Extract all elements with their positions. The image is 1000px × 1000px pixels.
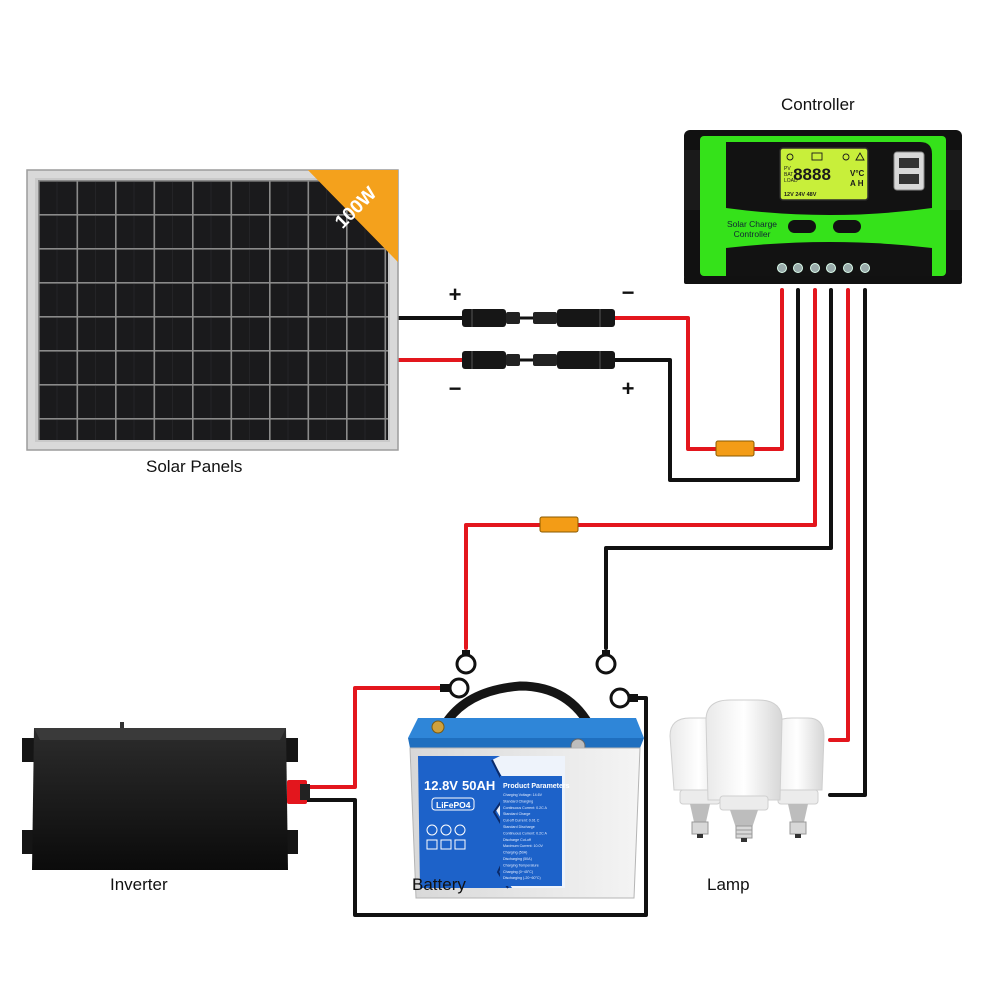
inverter-positive-wire [303,686,442,789]
battery-param-line: Cut-off Current: 0.01 C [503,819,540,823]
battery-label: Battery [412,875,466,894]
charge-controller: 8888 V°C A H PV BAT LOAD 12V 24V 48V Sol… [684,130,962,284]
battery-capacity: 50AH [462,778,495,793]
battery-voltage: 12.8V [424,778,458,793]
inverter-negative-wire [303,696,648,917]
mc4-female-positive [533,351,615,369]
mc4-male-positive [462,309,520,327]
pv-positive-wire [613,288,800,482]
battery-param-line: Charging Temperature [503,863,539,867]
battery-param-line: Discharging (-20~60°C) [503,876,541,880]
battery-param-line: Charging (0~45°C) [503,870,533,874]
pv-negative-wire [613,288,784,451]
load-negative-wire [828,288,867,797]
lamp-label: Lamp [707,875,750,894]
battery-param-line: Charging Voltage: 14.6V [503,793,543,797]
mc4-male-negative [462,351,520,369]
pv-fuse [715,440,755,457]
mc4-connectors [462,309,615,369]
inverter [22,722,310,870]
lcd-voltages: 12V 24V 48V [784,192,817,198]
battery: 12.8V 50AH LiFePO4 Product Parameters Ch… [408,681,644,899]
battery-param-line: Standard Discharge [503,825,535,829]
battery-param-line: Standard Charging [503,799,533,803]
battery-param-line: Standard Charge [503,812,530,816]
battery-param-line: Continuous Current: 0.2C A [503,806,548,810]
controller-button-left [788,220,816,233]
battery-positive-wire [464,288,817,650]
lcd-status-icons [786,152,865,161]
battery-chemistry: LiFePO4 [436,800,471,810]
mc4-female-negative [533,309,615,327]
battery-param-line: Maximum Current: 10.0V [503,844,544,848]
battery-negative-ring-terminal [595,653,617,675]
inverter-negative-ring-terminal [609,687,631,709]
lcd-label-bat: BAT [784,172,793,178]
inverter-label: Inverter [110,875,168,894]
lcd-label-load: LOAD [784,178,798,184]
controller-lcd [779,147,869,201]
lcd-units-top: V°C [850,169,865,178]
usb-port-1 [899,158,919,168]
solar-panel: 100W [26,169,399,451]
battery-positive-post [431,720,445,734]
load-positive-wire [828,288,850,742]
controller-brand-line2: Controller [734,229,771,239]
battery-params-list: Charging Voltage: 14.6V Standard Charging… [503,793,548,880]
lcd-label-pv: PV [784,166,791,172]
lcd-units-bottom: A H [850,179,864,188]
lamp-bulb-right [769,717,825,838]
battery-param-line: Discharge Cut-off [503,838,531,842]
battery-negative-wire [604,288,833,650]
controller-button-right [833,220,861,233]
usb-port-2 [899,174,919,184]
lamp [669,699,825,842]
lcd-digits: 8888 [793,165,831,184]
controller-side-minus-sign: − [622,280,635,305]
controller-terminals [777,263,870,273]
battery-param-line: Discharging (50A) [503,857,532,861]
usb-port-housing [893,151,925,191]
battery-param-line: Charging (50A) [503,851,527,855]
controller-brand-line1: Solar Charge [727,219,777,229]
panel-plus-sign: + [449,282,462,307]
inverter-positive-ring-terminal [448,677,470,699]
lamp-bulb-center [705,699,783,842]
solar-panels-label: Solar Panels [146,457,243,476]
battery-param-line: Continuous Current: 0.2C A [503,831,548,835]
controller-label: Controller [781,95,855,114]
battery-params-title: Product Parameters [503,783,570,790]
battery-positive-ring-terminal [455,653,477,675]
wires [303,288,867,917]
battery-cert-icons [426,824,466,850]
panel-minus-sign: − [449,376,462,401]
battery-fuse [539,516,579,533]
battery-handle [443,681,597,735]
controller-side-plus-sign: + [622,376,635,401]
